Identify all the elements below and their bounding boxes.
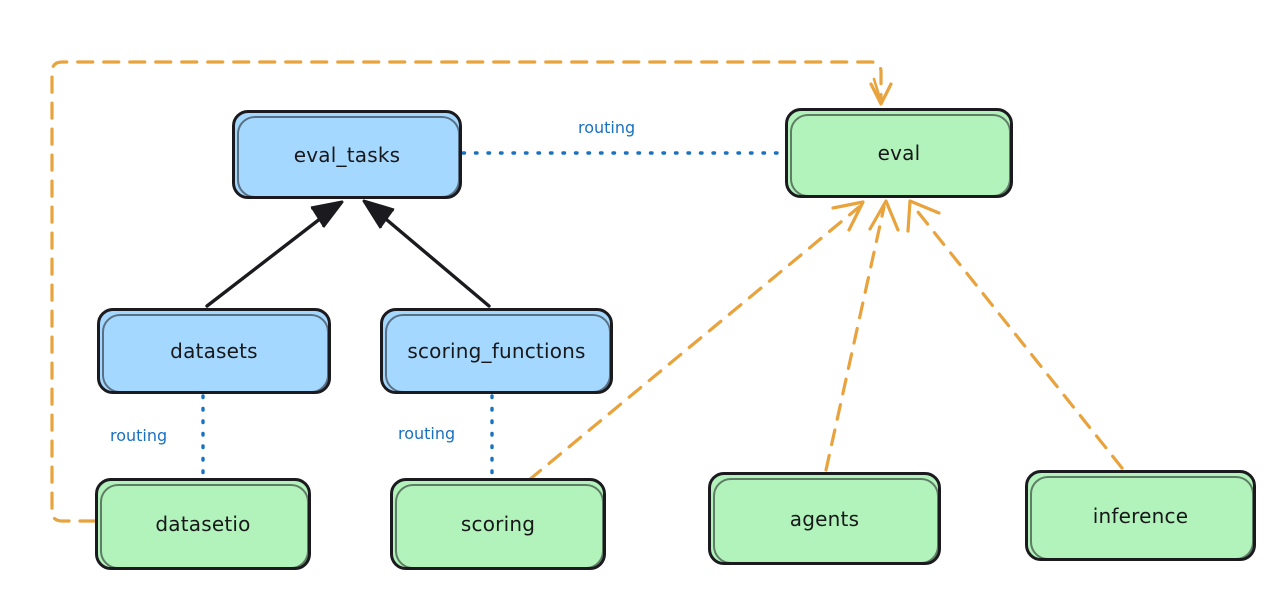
edge-label-routing-datasetio: routing [110,426,168,445]
node-scoring-label: scoring [460,512,536,536]
node-datasetio-label: datasetio [155,512,251,536]
edge-scoring-functions-eval-tasks [366,202,491,308]
node-eval-label: eval [877,141,921,165]
node-agents[interactable]: agents [708,472,941,565]
node-eval-tasks-label: eval_tasks [293,142,401,167]
edge-scoring-functions-eval-tasks-arrowhead [362,199,395,229]
node-datasets[interactable]: datasets [97,308,331,394]
edge-agents-eval [824,205,886,472]
edge-datasets-eval-tasks-arrowhead [310,200,344,228]
edge-scoring-eval-arrowhead [831,200,865,232]
edge-label-routing-scoring: routing [398,424,456,443]
node-scoring[interactable]: scoring [390,478,606,570]
node-inference[interactable]: inference [1025,470,1256,561]
node-datasets-label: datasets [170,339,258,363]
edge-datasetio-eval-arrowhead [869,82,893,106]
node-scoring-functions-label: scoring_functions [407,339,586,363]
edge-label-routing-eval: routing [578,118,636,137]
edge-inference-eval [912,205,1124,470]
edge-inference-eval-arrowhead [906,199,941,233]
node-eval-tasks[interactable]: eval_tasks [232,110,462,199]
node-inference-label: inference [1092,503,1189,528]
node-datasetio[interactable]: datasetio [95,478,311,570]
edge-datasetio-eval-arrowhead-b [872,77,883,104]
edge-datasets-eval-tasks [205,203,340,308]
node-scoring-functions[interactable]: scoring_functions [380,308,613,394]
node-eval[interactable]: eval [785,108,1013,198]
edge-agents-eval-arrowhead [868,199,900,232]
node-agents-label: agents [789,506,860,531]
edge-datasetio-eval [50,60,883,523]
